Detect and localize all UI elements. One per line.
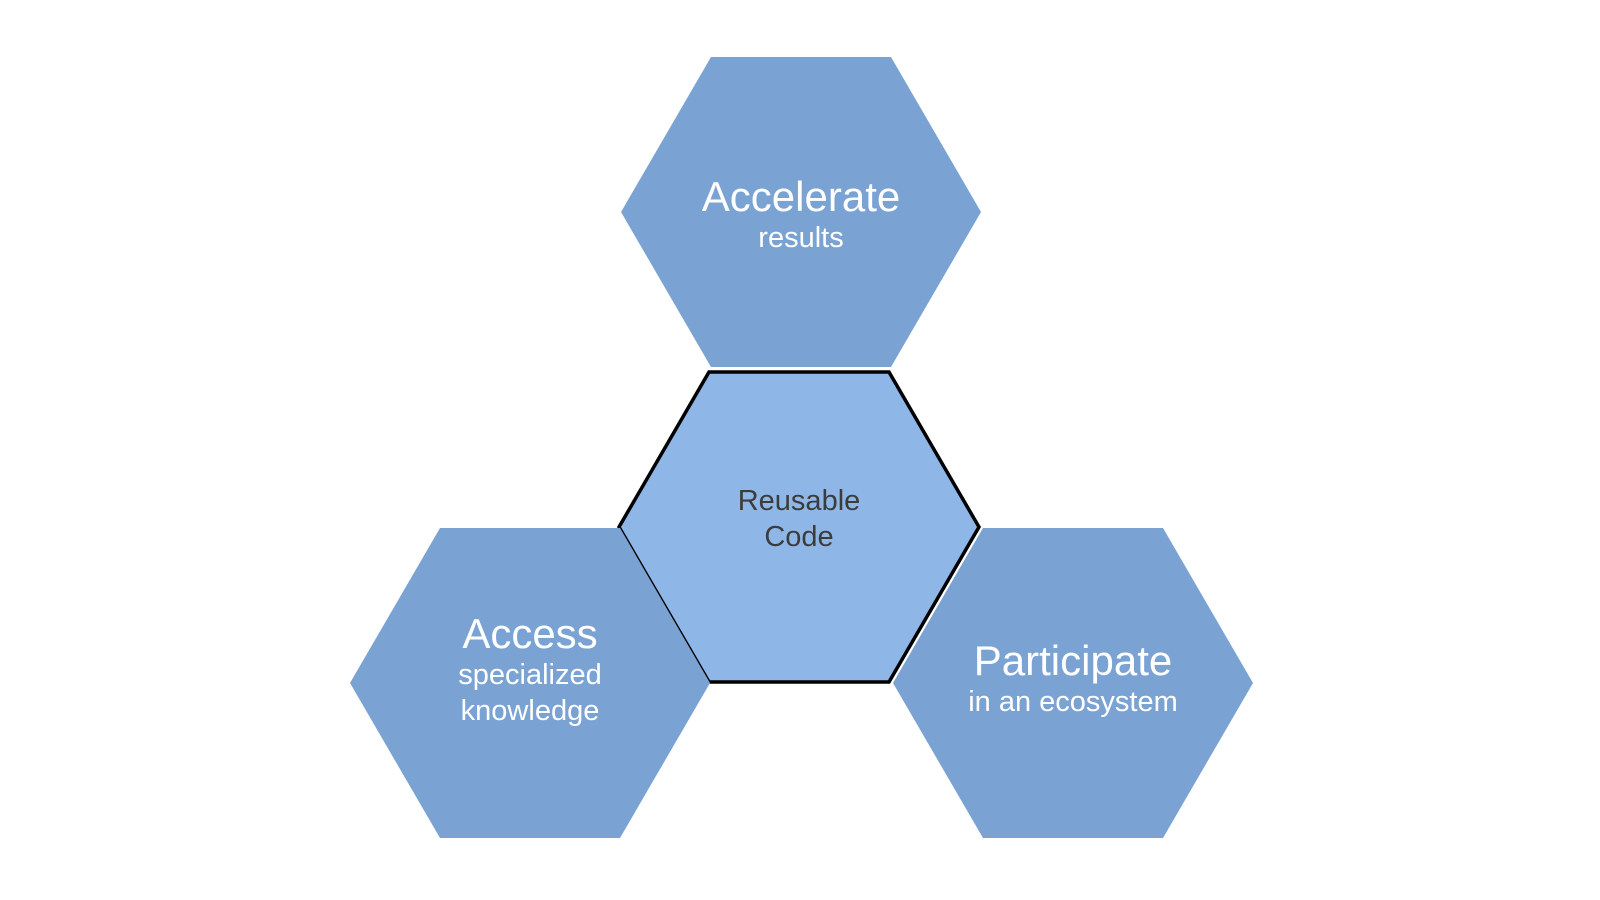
hexagon-accelerate: Accelerate results — [621, 57, 981, 367]
hexagon-title: Access — [462, 609, 598, 657]
hexagon-reusable-code-svg — [616, 370, 982, 684]
hexagon-shape — [621, 57, 981, 367]
hexagon-reusable-code-label: Reusable Code — [619, 364, 979, 674]
hexagon-participate: Participate in an ecosystem — [893, 528, 1253, 838]
hexagon-subtitle: results — [758, 222, 844, 255]
hexagon-access-svg — [350, 528, 710, 838]
hexagon-reusable-code: Reusable Code — [616, 370, 982, 684]
hexagon-access: Access specialized knowledge — [350, 528, 710, 838]
hexagon-title: Participate — [973, 636, 1173, 684]
hexagon-participate-svg — [893, 528, 1253, 838]
hexagon-accelerate-label: Accelerate results — [621, 59, 981, 369]
hexagon-title-line: Code — [764, 521, 834, 553]
hexagon-participate-label: Participate in an ecosystem — [893, 523, 1253, 833]
hexagon-subtitle-line: specialized — [458, 659, 602, 692]
hexagon-title: Accelerate — [701, 172, 901, 220]
hexagon-shape — [350, 528, 710, 838]
hexagon-access-label: Access specialized knowledge — [350, 514, 710, 824]
hexagon-shape — [616, 370, 982, 684]
hexagon-subtitle: in an ecosystem — [968, 686, 1178, 719]
hexagon-subtitle-line: knowledge — [460, 694, 600, 727]
hexagon-shape — [893, 528, 1253, 838]
hexagon-title-line: Reusable — [737, 484, 861, 517]
hexagon-accelerate-svg — [621, 57, 981, 367]
